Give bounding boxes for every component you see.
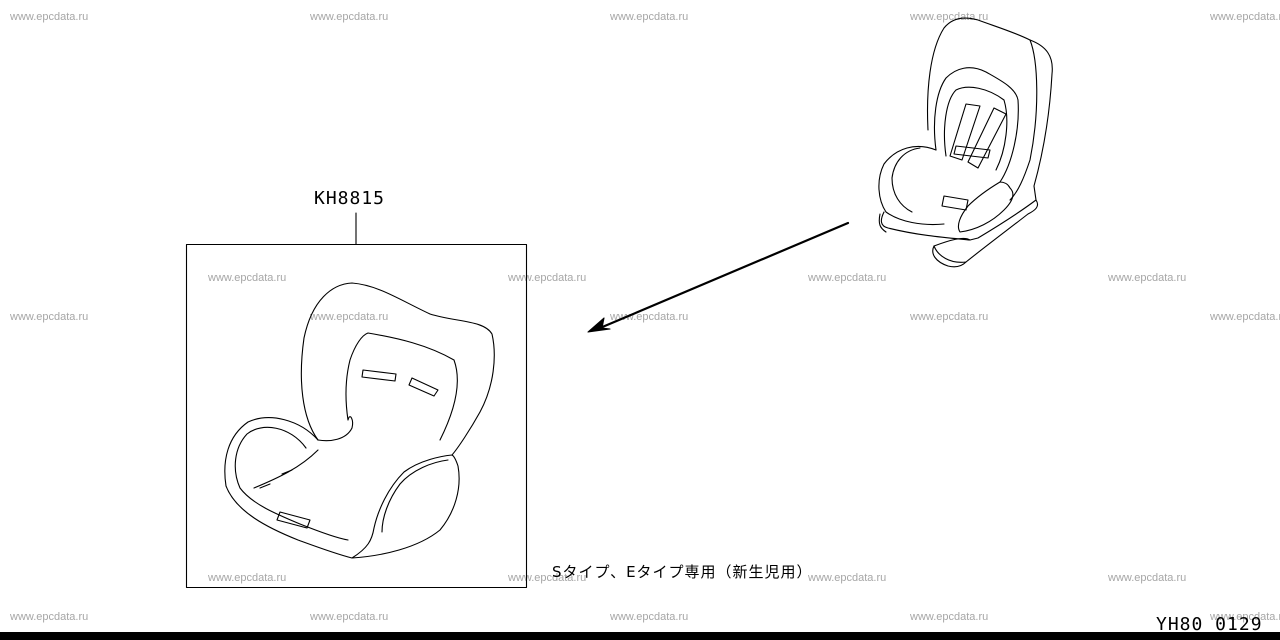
child-seat-drawing[interactable] <box>878 17 1053 268</box>
watermark: www.epcdata.ru <box>208 572 287 584</box>
diagram-code: YH80 0129 <box>1156 614 1263 635</box>
watermark: www.epcdata.ru <box>10 611 89 623</box>
part-number-label[interactable]: KH8815 <box>314 188 386 209</box>
watermark: www.epcdata.ru <box>610 11 689 23</box>
bottom-bar <box>0 632 1280 640</box>
watermark: www.epcdata.ru <box>808 272 887 284</box>
watermark: www.epcdata.ru <box>310 311 389 323</box>
watermark: www.epcdata.ru <box>808 572 887 584</box>
watermark: www.epcdata.ru <box>1210 611 1280 623</box>
seat-cushion-drawing[interactable] <box>224 282 495 559</box>
watermark: www.epcdata.ru <box>1210 11 1280 23</box>
watermark: www.epcdata.ru <box>1108 272 1187 284</box>
watermark: www.epcdata.ru <box>610 611 689 623</box>
watermark: www.epcdata.ru <box>508 272 587 284</box>
watermark: www.epcdata.ru <box>910 311 989 323</box>
watermark: www.epcdata.ru <box>208 272 287 284</box>
watermark: www.epcdata.ru <box>1108 572 1187 584</box>
watermark: www.epcdata.ru <box>10 311 89 323</box>
arrow-head <box>587 317 611 333</box>
watermark: www.epcdata.ru <box>310 11 389 23</box>
part-frame[interactable] <box>185 243 528 589</box>
direction-arrow <box>598 221 850 330</box>
watermark: www.epcdata.ru <box>610 311 689 323</box>
watermark: www.epcdata.ru <box>910 611 989 623</box>
watermark: www.epcdata.ru <box>10 11 89 23</box>
watermark: www.epcdata.ru <box>1210 311 1280 323</box>
watermark: www.epcdata.ru <box>310 611 389 623</box>
watermark: www.epcdata.ru <box>508 572 587 584</box>
watermark: www.epcdata.ru <box>910 11 989 23</box>
applicability-note: Sタイプ、Eタイプ専用（新生児用） <box>552 563 813 581</box>
